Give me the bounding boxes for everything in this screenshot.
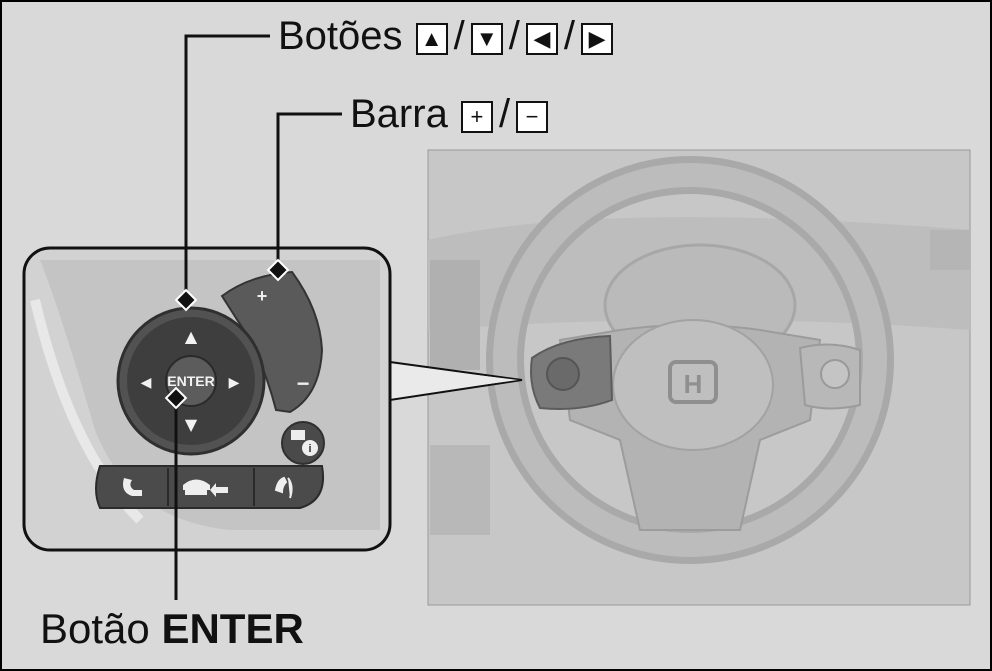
minus-glyph-icon: − [516,101,549,133]
plus-minus-bar-label: Barra +/− [350,94,550,134]
svg-text:H: H [684,369,703,399]
enter-button-label: Botão ENTER [40,608,304,650]
up-glyph-icon: ▲ [415,23,448,55]
down-glyph-icon: ▼ [470,23,503,55]
plus-glyph-icon: + [460,101,493,133]
minus-label: − [297,371,310,396]
marker-diamonds [164,258,290,410]
enter-button-label-bold: ENTER [161,605,304,652]
up-arrow-icon: ▲ [185,327,198,346]
right-glyph-icon: ▶ [581,23,614,55]
left-glyph-icon: ◀ [525,23,558,55]
arrow-buttons-label-text: Botões [278,14,403,58]
hangup-icon [183,479,210,490]
enter-key-label: ENTER [167,373,214,389]
enter-button-label-prefix: Botão [40,605,150,652]
leader-lines [174,34,342,600]
left-arrow-icon: ◀ [141,375,152,391]
phone-icon [123,478,142,496]
down-arrow-icon: ▼ [185,415,198,434]
control-inset: i [22,246,392,552]
back-icon [210,483,228,497]
steering-wheel-photo: H [427,149,971,606]
voice-icon [274,476,293,499]
arrow-buttons-label: Botões ▲/▼/◀/▶ [278,16,615,56]
right-arrow-icon: ▶ [229,375,240,391]
plus-minus-bar-label-text: Barra [350,92,448,136]
plus-label: + [257,286,268,306]
svg-text:i: i [308,443,311,455]
